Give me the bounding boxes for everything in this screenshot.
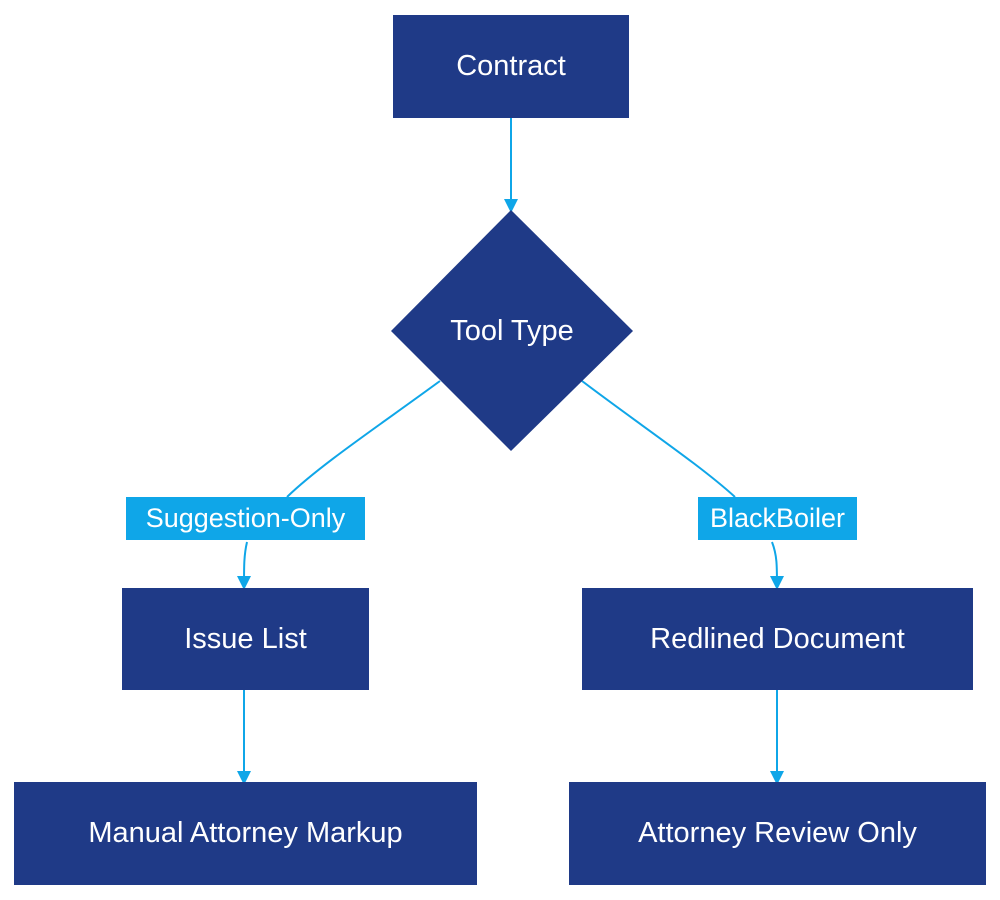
edge-tool-type-to-issue-list [244, 380, 441, 587]
node-attorney-review-only: Attorney Review Only [569, 782, 986, 885]
node-attorney-review-only-label: Attorney Review Only [638, 817, 917, 849]
node-tool-type-label: Tool Type [450, 314, 574, 347]
node-redlined-document-label: Redlined Document [650, 622, 905, 655]
decision-diamond [391, 210, 633, 451]
node-manual-attorney-markup-label: Manual Attorney Markup [88, 817, 403, 849]
edge-label-suggestion-only: Suggestion-Only [126, 497, 365, 540]
node-issue-list: Issue List [122, 588, 369, 690]
node-contract-label: Contract [456, 50, 566, 82]
edge-label-blackboiler: BlackBoiler [698, 497, 857, 540]
node-issue-list-label: Issue List [184, 622, 307, 655]
node-contract: Contract [393, 15, 629, 118]
node-manual-attorney-markup: Manual Attorney Markup [14, 782, 477, 885]
node-redlined-document: Redlined Document [582, 588, 973, 690]
edge-tool-type-to-redlined-document [581, 380, 777, 587]
